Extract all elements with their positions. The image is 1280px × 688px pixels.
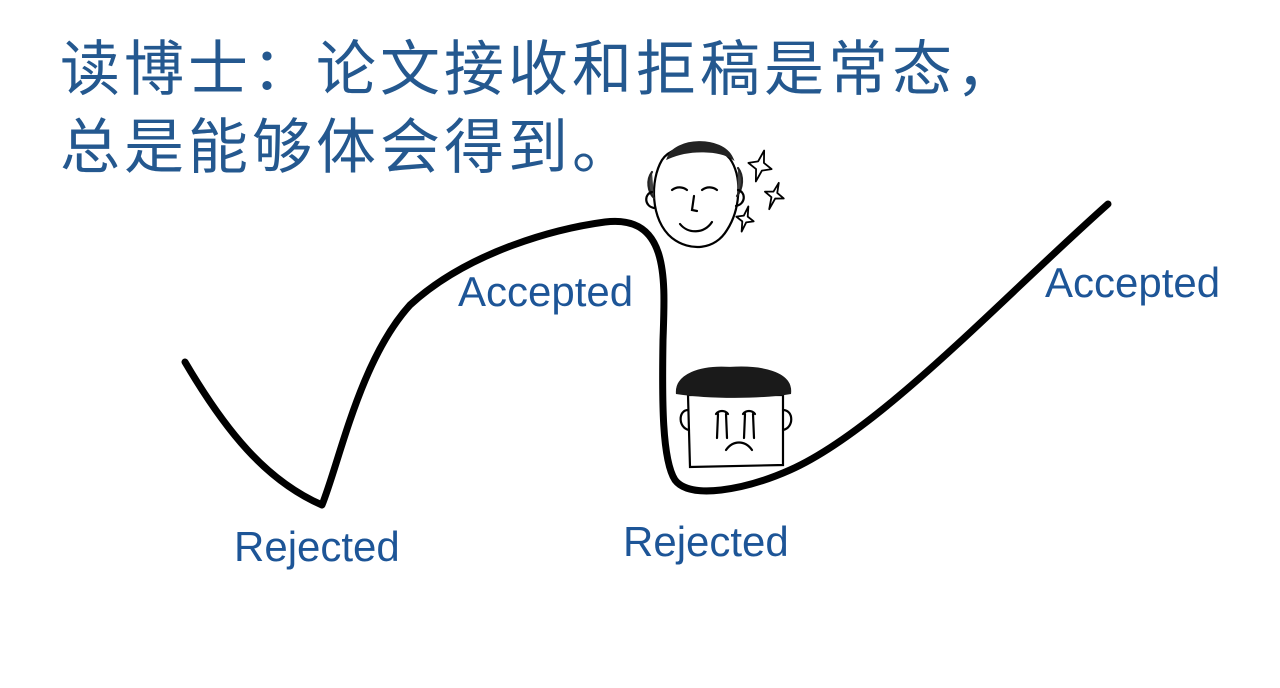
bald-smiling-face-icon — [645, 141, 745, 249]
crying-square-face-icon — [675, 366, 793, 469]
sparkle-icon — [735, 149, 785, 233]
label-rejected-second: Rejected — [623, 518, 789, 565]
label-accepted-first: Accepted — [458, 268, 634, 315]
label-rejected-first: Rejected — [234, 523, 400, 570]
title-line-2: 总是能够体会得到。 — [60, 113, 636, 183]
acceptance-curve — [181, 200, 1112, 509]
title-line-1: 读博士：论文接收和拒稿是常态， — [60, 35, 1020, 105]
label-accepted-second: Accepted — [1045, 259, 1221, 306]
